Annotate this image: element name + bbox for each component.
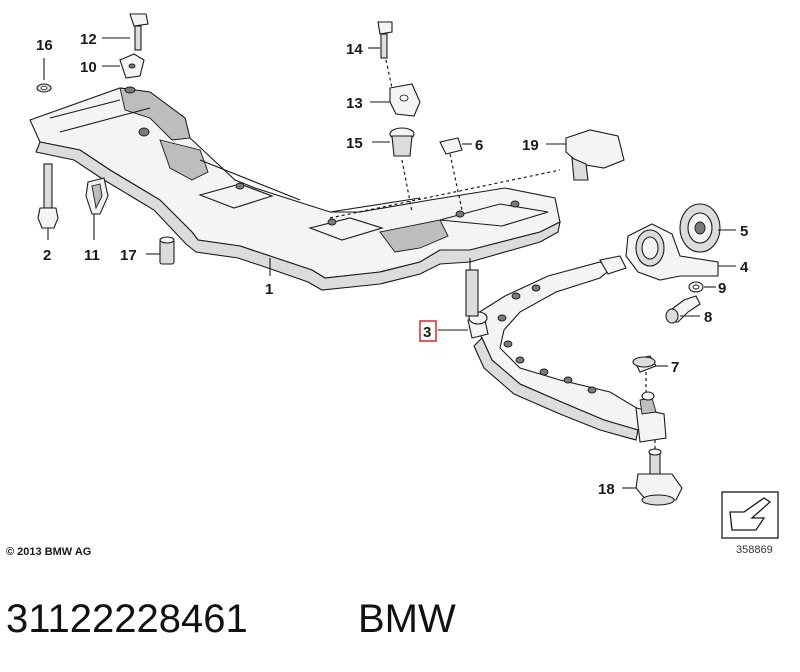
- brand-name: BMW: [358, 597, 456, 641]
- leader-lines: [43, 37, 736, 489]
- washer-16: [36, 83, 52, 93]
- mount-18: [635, 448, 683, 506]
- callout-1: 1: [265, 281, 273, 298]
- nut-6: [439, 137, 463, 155]
- callout-17: 17: [120, 247, 137, 264]
- highlight-box: [419, 320, 437, 342]
- screw-14: [377, 21, 393, 59]
- callout-15: 15: [346, 135, 363, 152]
- callout-8: 8: [704, 309, 712, 326]
- callout-4: 4: [740, 259, 749, 276]
- callout-9: 9: [718, 280, 726, 297]
- grommet-15: [389, 127, 415, 157]
- callout-labels: 12 10 16 14 13 15 6 19 5 4 9 8 7 18 3 2 …: [36, 31, 749, 498]
- nut-7: [632, 355, 657, 373]
- mount-19: [565, 129, 625, 181]
- part-number: 31122228461: [6, 597, 248, 641]
- rubber-bushing: [679, 203, 721, 253]
- callout-3[interactable]: 3: [423, 324, 431, 341]
- clip-13: [389, 83, 421, 117]
- screw-12: [129, 13, 149, 51]
- callout-7: 7: [671, 359, 679, 376]
- callout-18: 18: [598, 481, 615, 498]
- bolt-8: [665, 295, 701, 324]
- bushing-bracket: [625, 223, 719, 281]
- copyright: © 2013 BMW AG: [6, 546, 91, 558]
- callout-16: 16: [36, 37, 53, 54]
- crossmember: [29, 86, 561, 291]
- bracket-10: [119, 53, 145, 79]
- callout-19: 19: [522, 137, 539, 154]
- control-arm: [465, 255, 667, 443]
- callout-12: 12: [80, 31, 97, 48]
- callout-6: 6: [475, 137, 483, 154]
- callout-2: 2: [43, 247, 51, 264]
- diagram-number: 358869: [736, 544, 773, 556]
- callout-14: 14: [346, 41, 363, 58]
- orientation-arrow-icon: [721, 491, 779, 539]
- clip-11: [85, 177, 109, 215]
- callout-10: 10: [80, 59, 97, 76]
- sleeve-17: [159, 236, 175, 265]
- callout-11: 11: [84, 247, 100, 264]
- washer-9: [688, 281, 704, 293]
- callout-13: 13: [346, 95, 363, 112]
- callout-5: 5: [740, 223, 748, 240]
- bolt-2: [37, 163, 59, 229]
